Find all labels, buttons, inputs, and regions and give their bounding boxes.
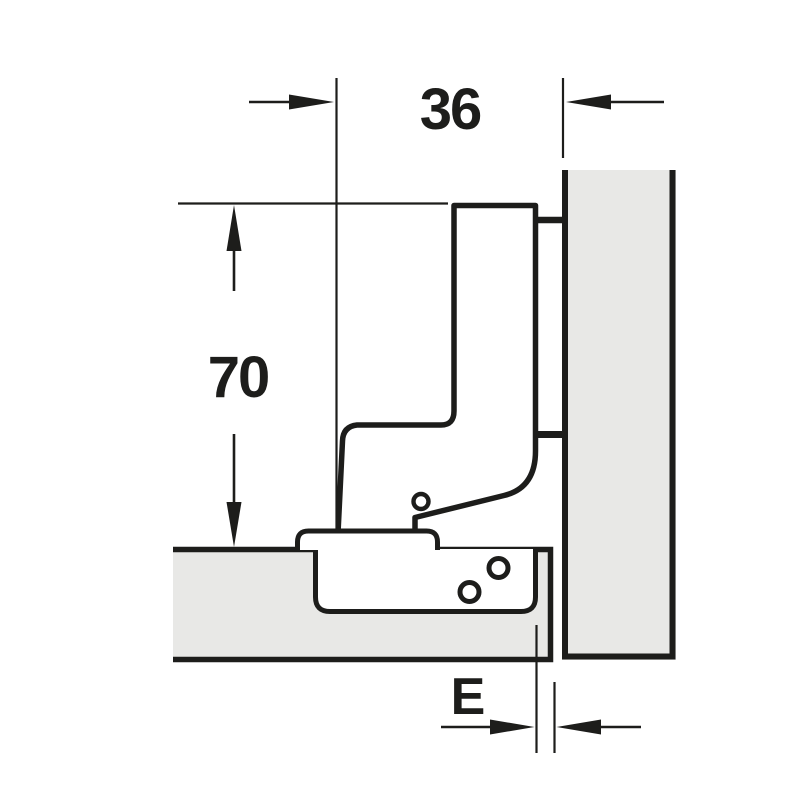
dimension-70: 70 xyxy=(208,205,270,547)
cabinet-side-panel-border xyxy=(562,170,676,660)
dim-70-arrow-up-icon xyxy=(226,205,242,251)
cup-screw-hole-upper-icon xyxy=(486,556,511,580)
dim-e-label: E xyxy=(451,668,484,726)
dim-e-arrow-right-icon xyxy=(490,719,535,735)
dim-e-arrow-left-icon xyxy=(556,719,601,735)
hinge-arm xyxy=(335,202,539,536)
dim-36-arrow-left-icon xyxy=(566,94,611,110)
dim-70-label: 70 xyxy=(208,345,269,410)
screw-holes xyxy=(411,491,511,604)
dim-36-arrow-right-icon xyxy=(289,94,334,110)
dimension-e: E xyxy=(441,668,641,735)
cabinet-side-panel-body xyxy=(562,170,676,660)
mounting-plate xyxy=(538,216,565,438)
extension-lines xyxy=(178,78,565,753)
hinge-cup-flange xyxy=(295,528,440,550)
cup-screw-hole-lower-icon xyxy=(457,580,482,604)
cabinet-side-panel xyxy=(562,170,676,660)
dimension-36: 36 xyxy=(249,77,664,142)
dim-70-arrow-down-icon xyxy=(226,502,242,547)
dim-36-label: 36 xyxy=(420,77,481,142)
arm-screw-hole-icon xyxy=(411,491,431,512)
